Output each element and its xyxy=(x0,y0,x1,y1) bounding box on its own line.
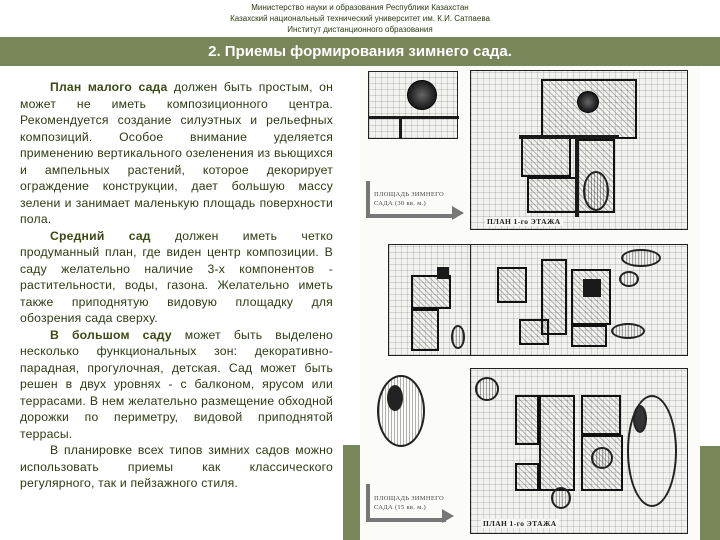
garden-plans-figure: ПЛОЩАДЬ ЗИМНЕГО САДА (30 кв. м.) ПЛАН 1-… xyxy=(360,66,700,540)
institution-header: Министерство науки и образования Республ… xyxy=(0,0,720,37)
plan-3-area-label: ПЛОЩАДЬ ЗИМНЕГО САДА (15 кв. м.) xyxy=(374,495,445,511)
plan-1-floor: ПЛАН 1-го ЭТАЖА xyxy=(470,70,688,230)
plan-2-floor xyxy=(470,244,688,356)
paragraph-small-garden: План малого сада должен быть простым, он… xyxy=(20,80,333,226)
plan-1-area-label: ПЛОЩАДЬ ЗИМНЕГО САДА (30 кв. м.) xyxy=(374,191,445,207)
medium-garden-heading: Средний сад xyxy=(50,228,151,243)
decorative-bar-right xyxy=(700,446,720,540)
arrow-graphic xyxy=(366,181,456,218)
slide-title: 2. Приемы формирования зимнего сада. xyxy=(0,37,720,66)
plan-1-floor-label: ПЛАН 1-го ЭТАЖА xyxy=(485,217,563,226)
decorative-bar-left xyxy=(343,445,360,540)
pool-icon xyxy=(577,91,599,113)
institute-line: Институт дистанционного образования xyxy=(287,25,433,34)
paragraph-medium-garden: Средний сад должен иметь четко продуманн… xyxy=(20,228,333,326)
arrow-head-icon xyxy=(452,206,464,220)
paragraph-large-garden: В большом саду может быть выделено неско… xyxy=(20,327,333,441)
plan-3-floor: ПЛАН 1-го ЭТАЖА xyxy=(470,368,688,534)
pool-icon xyxy=(407,80,437,110)
small-garden-heading: План малого сада xyxy=(50,80,168,94)
plan-1-detail xyxy=(368,71,459,139)
arrow-graphic xyxy=(366,484,446,522)
plan-3-floor-label: ПЛАН 1-го ЭТАЖА xyxy=(481,519,559,528)
plan-2-detail xyxy=(388,244,478,356)
paragraph-styles: В планировке всех типов зимних садов мож… xyxy=(20,443,333,490)
arrow-head-icon xyxy=(442,509,454,523)
university-line: Казахский национальный технический униве… xyxy=(230,14,490,23)
ministry-line: Министерство науки и образования Республ… xyxy=(251,3,469,12)
body-text: План малого сада должен быть простым, он… xyxy=(20,79,333,492)
plan-3-detail xyxy=(372,370,430,452)
large-garden-heading: В большом саду xyxy=(50,327,172,342)
